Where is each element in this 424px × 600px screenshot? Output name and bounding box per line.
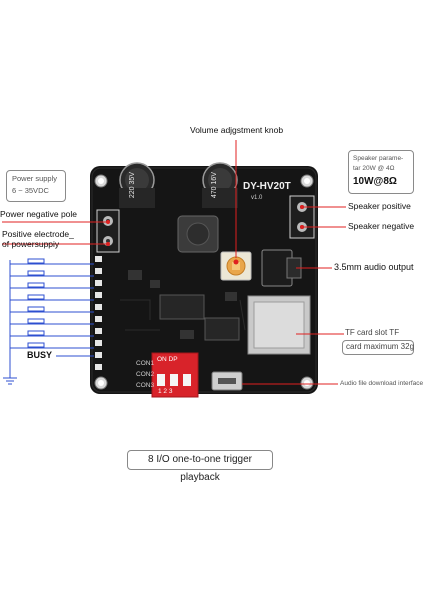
- power-supply-voltage: 6 ~ 35VDC: [12, 186, 49, 195]
- annotation-pointers: [2, 140, 346, 385]
- board-model: DY-HV20T: [243, 181, 291, 192]
- io-switches: [9, 260, 94, 372]
- tf-card-label-1: TF card slot TF: [345, 328, 400, 337]
- usb-interface-label: Audio file download interface: [340, 380, 424, 387]
- speaker-param-line1: Speaker parame-: [353, 155, 404, 162]
- busy-label: BUSY: [27, 350, 53, 360]
- board-version: v1.0: [251, 195, 263, 201]
- tf-card-label-2: card maximum 32g: [346, 342, 415, 351]
- capacitor-220uf: [119, 162, 155, 208]
- audio-jack: [261, 249, 302, 287]
- tf-card-slot: [247, 295, 311, 355]
- switch-buttons: [27, 258, 45, 348]
- capacitor-470uf: [202, 162, 238, 208]
- capacitor-470-label: 470 16V: [211, 172, 218, 199]
- inductor: [177, 215, 219, 253]
- dip-numbers: 1 2 3: [158, 388, 173, 395]
- ic-chips: [128, 270, 240, 341]
- caption-box: 8 I/O one-to-one trigger playback: [127, 450, 273, 483]
- ground-symbol: [3, 372, 17, 385]
- con3-label: CON3: [136, 382, 155, 389]
- power-supply-box: Power supply 6 ~ 35VDC: [6, 170, 66, 202]
- volume-knob-label: Volume adjgstment knob: [190, 125, 284, 135]
- positive-electrode-label-1: Positive electrode_: [2, 229, 74, 239]
- audio-output-label: 3.5mm audio output: [334, 262, 414, 272]
- con1-label: CON1: [136, 360, 155, 367]
- speaker-parameter-box: Speaker parame- tar 20W @ 4Ω 10W@8Ω: [348, 150, 414, 194]
- con2-label: CON2: [136, 371, 155, 378]
- mounting-holes: [94, 174, 314, 390]
- dip-on-label: ON DP: [157, 356, 178, 363]
- tf-card-capacity-box: card maximum 32g: [342, 340, 414, 355]
- volume-potentiometer: [220, 251, 252, 281]
- micro-usb-port: [211, 371, 243, 391]
- speaker-param-line3: 10W@8Ω: [353, 176, 397, 187]
- power-supply-label: Power supply: [12, 174, 58, 183]
- speaker-positive-label: Speaker positive: [348, 201, 411, 211]
- io-header-pins: [95, 256, 102, 370]
- power-negative-label: Power negative pole: [0, 209, 78, 219]
- speaker-param-line2: tar 20W @ 4Ω: [353, 165, 395, 172]
- speaker-negative-label: Speaker negative: [348, 221, 415, 231]
- speaker-terminals: [289, 195, 315, 239]
- capacitor-220-label: 220 35V: [129, 172, 136, 199]
- dip-switch: [151, 352, 199, 398]
- power-terminals: [96, 209, 120, 253]
- positive-electrode-label-2: of powersuppiy: [2, 239, 60, 249]
